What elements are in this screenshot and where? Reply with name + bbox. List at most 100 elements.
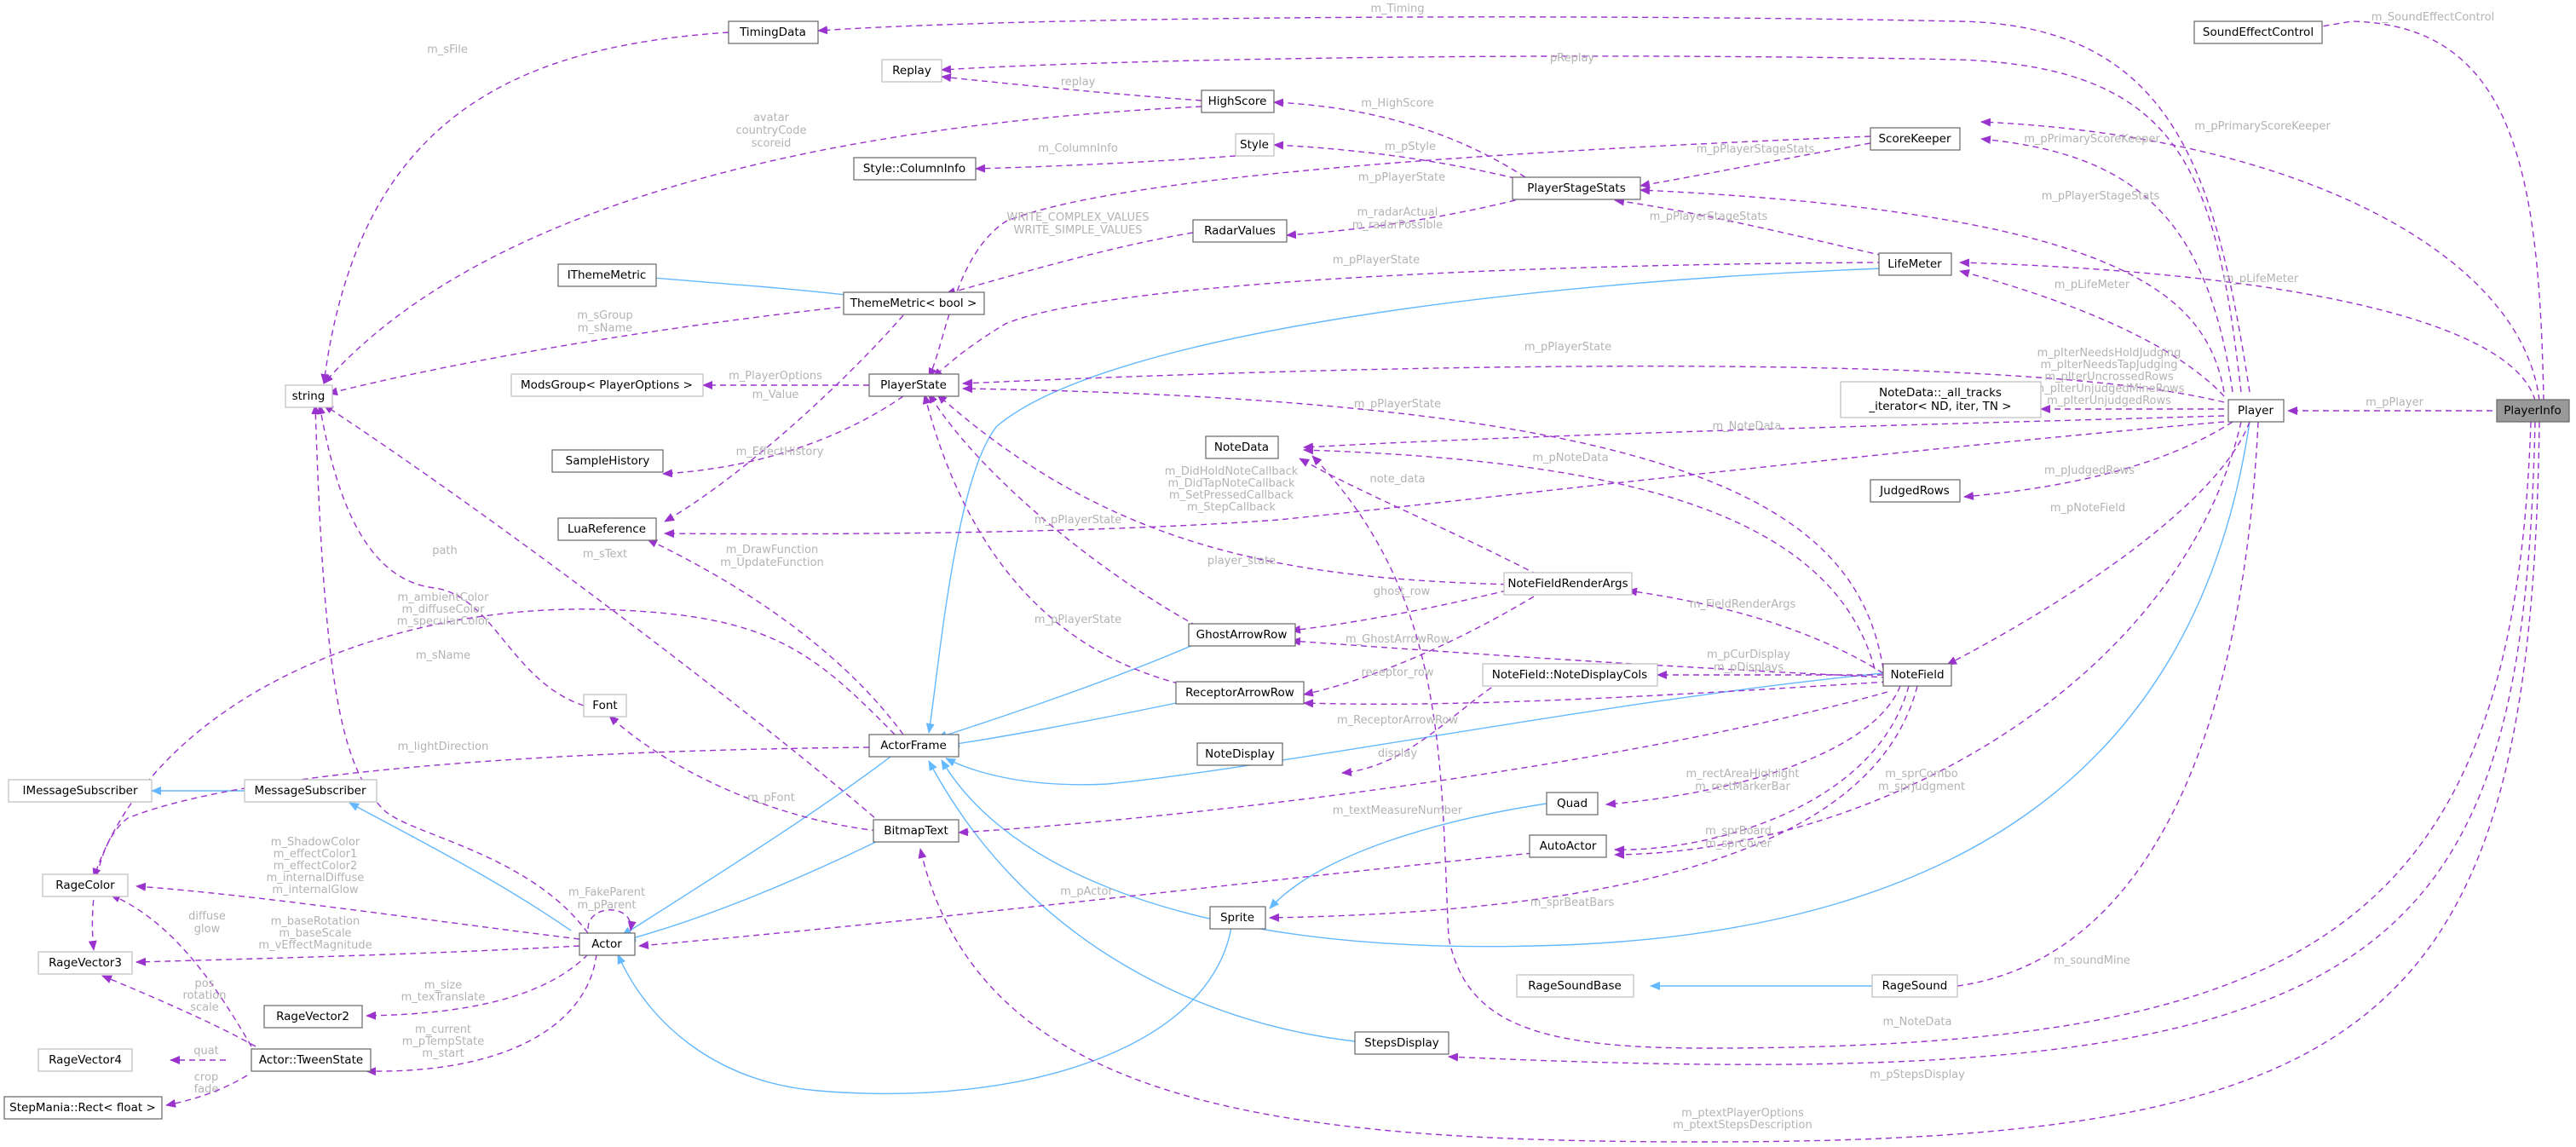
label-m-pplayer: m_pPlayer: [2366, 396, 2424, 409]
edge-player-timingdata: [817, 16, 2250, 393]
edge-playerinfo-bitmaptext: [918, 421, 2540, 1143]
label-m-didholdnotecallback: m_DidHoldNoteCallback: [1165, 465, 1299, 478]
node-timingdata[interactable]: TimingData: [728, 20, 819, 44]
edge-playerstagestats-style: [1273, 141, 1526, 182]
node-tweenstate[interactable]: Actor::TweenState: [251, 1048, 372, 1072]
label-preplay: pReplay: [1550, 52, 1595, 65]
edge-playerinfo-notedata: [1311, 421, 2532, 1049]
node-thememetric-bool[interactable]: ThemeMetric< bool >: [843, 291, 985, 315]
label-m-pprimaryscorekeeper-b: m_pPrimaryScoreKeeper: [2024, 133, 2160, 146]
label-m-columninfo: m_ColumnInfo: [1038, 142, 1118, 155]
edge-playerinfo-scorekeeper: [1980, 118, 2540, 401]
edge-playerstagestats-highscore: [1273, 98, 1526, 178]
node-playerstate[interactable]: PlayerState: [868, 373, 960, 397]
edge-timingdata-string: [320, 32, 729, 384]
node-imessagesubscriber[interactable]: IMessageSubscriber: [8, 779, 153, 803]
node-rect-float[interactable]: StepMania::Rect< float >: [3, 1096, 163, 1120]
node-actorframe[interactable]: ActorFrame: [868, 734, 960, 758]
label-fade: fade: [194, 1083, 219, 1096]
edge-player-luareference: [664, 421, 2225, 539]
node-actor[interactable]: Actor: [579, 932, 636, 956]
node-highscore[interactable]: HighScore: [1201, 89, 1275, 113]
node-notefieldrenderargs[interactable]: NoteFieldRenderArgs: [1503, 572, 1633, 596]
node-ragecolor[interactable]: RageColor: [42, 873, 129, 897]
svg-text:NoteField: NoteField: [1890, 668, 1944, 682]
label-m-pplayerstagestats-lm: m_pPlayerStageStats: [1650, 210, 1768, 223]
label-m-stepcallback: m_StepCallback: [1187, 501, 1276, 514]
svg-text:IThemeMetric: IThemeMetric: [568, 268, 647, 282]
edge-ghostarrowrow-playerstate: [928, 393, 1207, 631]
label-m-fieldrenderargs: m_FieldRenderArgs: [1690, 598, 1796, 611]
node-judgedrows[interactable]: JudgedRows: [1870, 479, 1961, 503]
node-font[interactable]: Font: [583, 694, 627, 718]
node-lifemeter[interactable]: LifeMeter: [1878, 252, 1952, 276]
node-style[interactable]: Style: [1235, 133, 1275, 157]
edge-radarvalues-thememetric: [945, 232, 1194, 296]
node-notedata[interactable]: NoteData: [1205, 435, 1279, 459]
edge-actor-tweenstate: [366, 954, 597, 1076]
label-m-internalglow: m_internalGlow: [272, 884, 359, 896]
node-notedisplay[interactable]: NoteDisplay: [1196, 742, 1283, 766]
node-luareference[interactable]: LuaReference: [557, 517, 657, 541]
node-stepsdisplay[interactable]: StepsDisplay: [1354, 1031, 1449, 1055]
node-autoactor[interactable]: AutoActor: [1529, 834, 1607, 858]
node-receptorarrowrow[interactable]: ReceptorArrowRow: [1175, 681, 1305, 705]
node-string[interactable]: string: [285, 384, 333, 408]
node-modsgroup[interactable]: ModsGroup< PlayerOptions >: [510, 373, 704, 397]
label-display: display: [1378, 747, 1417, 760]
node-ragevector3[interactable]: RageVector3: [37, 951, 133, 975]
edge-bitmaptext-string: [323, 404, 883, 825]
node-notedisplaycols[interactable]: NoteField::NoteDisplayCols: [1482, 663, 1658, 687]
edge-actor-ragevector3: [135, 945, 580, 966]
edge-player-autoactor: [1614, 421, 2242, 859]
node-ragevector4[interactable]: RageVector4: [37, 1048, 133, 1072]
node-samplehistory[interactable]: SampleHistory: [551, 449, 664, 473]
label-m-pplayerstate-gar: m_pPlayerState: [1034, 514, 1121, 527]
node-replay[interactable]: Replay: [881, 59, 942, 83]
label-m-sprjudgment: m_sprJudgment: [1878, 781, 1965, 793]
node-playerstagestats[interactable]: PlayerStageStats: [1512, 176, 1641, 200]
node-ragesoundbase[interactable]: RageSoundBase: [1516, 974, 1634, 998]
label-m-updatefunction: m_UpdateFunction: [720, 556, 824, 569]
node-ithememetric[interactable]: IThemeMetric: [557, 263, 657, 287]
edge-notefieldrenderargs-ghostarrowrow: [1290, 587, 1518, 634]
label-m-piterneedstapjudging: m_pIterNeedsTapJudging: [2040, 359, 2177, 372]
node-sprite[interactable]: Sprite: [1209, 906, 1266, 930]
label-path: path: [432, 545, 458, 557]
svg-text:Player: Player: [2238, 404, 2273, 418]
node-messagesubscriber[interactable]: MessageSubscriber: [244, 779, 377, 803]
node-soundeffectcontrol[interactable]: SoundEffectControl: [2193, 20, 2323, 44]
edge-sprite-actor: [617, 926, 1232, 1095]
edge-actor-string: [311, 404, 589, 934]
svg-text:Quad: Quad: [1557, 797, 1588, 810]
node-player[interactable]: Player: [2227, 399, 2285, 423]
label-m-plifemeter-a: m_pLifeMeter: [2223, 273, 2299, 285]
label-m-judgedrows: m_pJudgedRows: [2044, 464, 2135, 477]
node-bitmaptext[interactable]: BitmapText: [873, 819, 960, 843]
node-scorekeeper[interactable]: ScoreKeeper: [1870, 127, 1961, 151]
node-ghostarrowrow[interactable]: GhostArrowRow: [1188, 623, 1296, 647]
node-style-columninfo[interactable]: Style::ColumnInfo: [853, 157, 977, 181]
node-alltracks[interactable]: NoteData::_all_tracks _iterator< ND, ite…: [1840, 381, 2042, 418]
label-m-value: m_Value: [752, 389, 799, 401]
svg-text:Sprite: Sprite: [1220, 911, 1254, 925]
node-quad[interactable]: Quad: [1546, 792, 1599, 816]
node-radarvalues[interactable]: RadarValues: [1192, 219, 1288, 243]
label-diffuse: diffuse: [188, 910, 226, 923]
node-ragesound[interactable]: RageSound: [1871, 974, 1958, 998]
svg-text:NoteFieldRenderArgs: NoteFieldRenderArgs: [1507, 577, 1628, 591]
label-glow: glow: [194, 923, 221, 936]
svg-text:BitmapText: BitmapText: [884, 824, 948, 838]
svg-text:PlayerState: PlayerState: [880, 378, 947, 392]
node-ragevector2[interactable]: RageVector2: [263, 1005, 363, 1029]
node-notefield[interactable]: NoteField: [1882, 663, 1952, 687]
svg-text:StepsDisplay: StepsDisplay: [1364, 1036, 1439, 1050]
svg-text:string: string: [292, 389, 326, 403]
edge-receptorarrowrow-actorframe: [949, 701, 1181, 748]
edge-thememetric-luareference: [664, 314, 904, 522]
label-m-effecthistory: m_EffectHistory: [736, 446, 824, 458]
label-m-playeroptions: m_PlayerOptions: [729, 370, 822, 383]
node-playerinfo[interactable]: PlayerInfo: [2496, 399, 2570, 423]
label-m-pplayerstate-nf: m_pPlayerState: [1354, 398, 1441, 411]
label-m-ghostarrowrow: m_GhostArrowRow: [1346, 633, 1449, 646]
